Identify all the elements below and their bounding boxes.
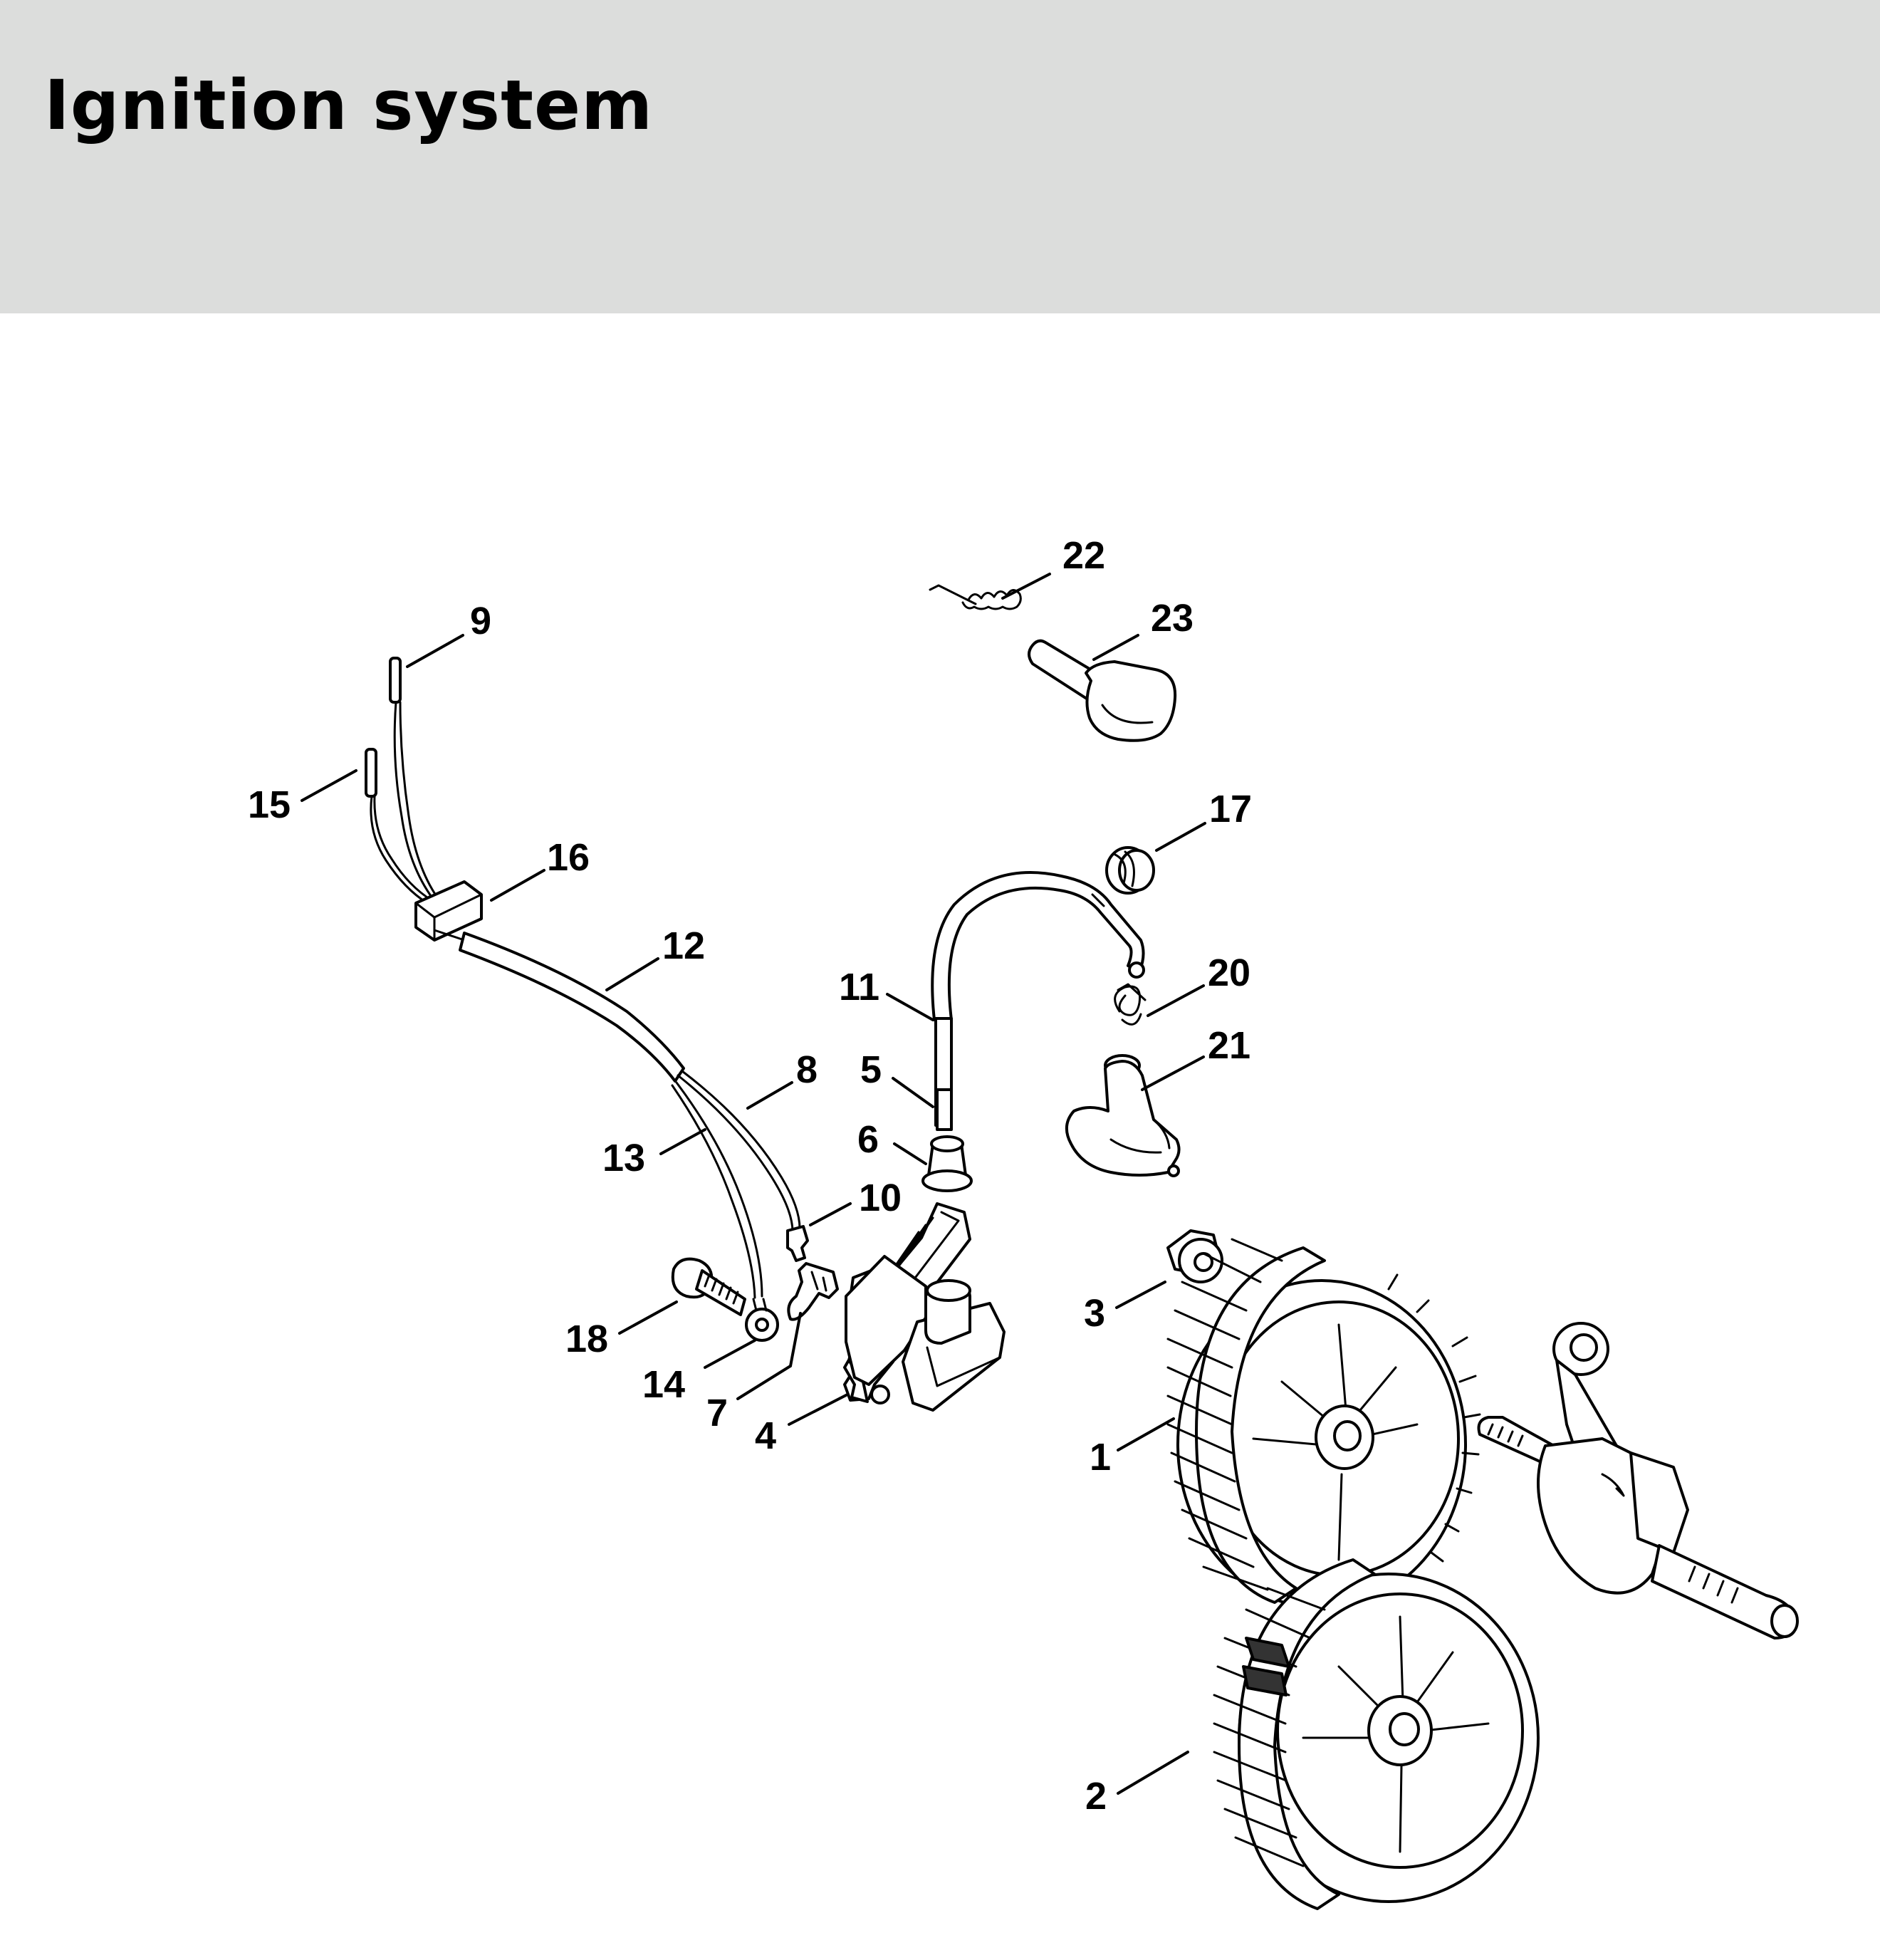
callout-10: 10 [859, 1177, 902, 1219]
callout-21: 21 [1208, 1024, 1250, 1067]
leader-18 [618, 1300, 678, 1335]
callout-14: 14 [642, 1363, 685, 1406]
spark-plug-boot-21-drawing [1065, 1054, 1181, 1177]
callout-9: 9 [470, 600, 491, 642]
spark-plug-boot-23-drawing [1028, 639, 1177, 742]
callout-11: 11 [839, 966, 879, 1008]
wire-harness-drawing [365, 657, 809, 1342]
ignition-module-4-drawing [843, 1202, 1006, 1412]
callout-22: 22 [1062, 534, 1105, 577]
callout-17: 17 [1209, 788, 1252, 830]
callout-13: 13 [602, 1137, 645, 1179]
spring-22-drawing [929, 584, 1022, 610]
ground-clip-7-drawing [787, 1262, 839, 1321]
callout-20: 20 [1208, 952, 1250, 994]
callout-23: 23 [1151, 597, 1194, 640]
leader-12 [605, 957, 659, 991]
callout-8: 8 [796, 1048, 818, 1091]
leader-17 [1155, 822, 1206, 852]
callout-6: 6 [857, 1118, 879, 1161]
leader-14 [704, 1339, 756, 1369]
leader-13 [659, 1128, 706, 1155]
leader-7 [736, 1312, 802, 1400]
callout-5: 5 [860, 1048, 882, 1091]
leader-20 [1147, 984, 1205, 1017]
leader-11 [886, 993, 934, 1021]
page-title: Ignition system [44, 66, 654, 145]
callout-1: 1 [1090, 1436, 1111, 1479]
ignition-lead-drawing [931, 846, 1155, 1131]
leader-8 [746, 1081, 793, 1110]
leader-1 [1117, 1417, 1175, 1451]
callout-12: 12 [662, 924, 705, 967]
flywheel-1-drawing [1166, 1238, 1481, 1610]
leader-4 [788, 1393, 849, 1426]
callout-7: 7 [706, 1392, 728, 1434]
callout-16: 16 [547, 836, 590, 879]
callout-3: 3 [1084, 1292, 1105, 1335]
leader-15 [301, 769, 357, 802]
crankshaft-drawing [1477, 1322, 1799, 1640]
leader-5 [892, 1077, 934, 1108]
header-band [0, 0, 1880, 313]
callout-15: 15 [248, 783, 291, 826]
leader-22 [1001, 573, 1051, 600]
leader-9 [406, 634, 464, 668]
seal-6-drawing [921, 1135, 973, 1192]
leader-23 [1092, 634, 1139, 661]
leader-6 [893, 1142, 927, 1165]
leader-21 [1141, 1055, 1205, 1091]
screw-18-drawing [671, 1257, 746, 1316]
flywheel-2-drawing [1213, 1558, 1540, 1910]
callout-4: 4 [755, 1414, 776, 1457]
leader-16 [490, 869, 545, 902]
leader-10 [809, 1202, 852, 1226]
leader-2 [1117, 1751, 1189, 1795]
callout-2: 2 [1085, 1775, 1107, 1818]
callout-numbers: 22 9 23 15 16 17 12 11 20 21 8 5 13 6 10… [248, 534, 1252, 1818]
leader-3 [1115, 1281, 1166, 1309]
nut-3-drawing [1166, 1229, 1223, 1283]
callout-18: 18 [565, 1318, 608, 1360]
leader-lines [301, 573, 1206, 1795]
